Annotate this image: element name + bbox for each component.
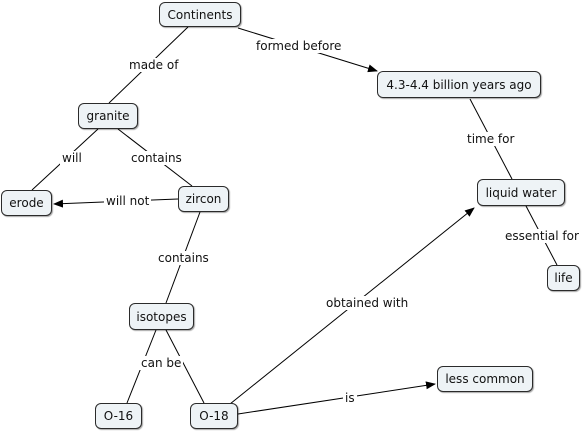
node-liquid-water[interactable]: liquid water [477, 179, 565, 206]
node-zircon[interactable]: zircon [178, 186, 229, 212]
node-erode[interactable]: erode [1, 190, 52, 216]
link-label-can-be: can be [139, 356, 184, 370]
link-label-will-not: will not [104, 194, 152, 208]
node-billion-years-ago[interactable]: 4.3-4.4 billion years ago [377, 71, 541, 98]
node-o-16[interactable]: O-16 [95, 403, 142, 429]
edge-isotopes-o18 [165, 329, 205, 404]
link-label-contains-2: contains [156, 251, 211, 265]
node-granite[interactable]: granite [78, 103, 138, 129]
link-label-will: will [60, 151, 84, 165]
link-label-essential-for: essential for [503, 229, 581, 243]
node-less-common[interactable]: less common [437, 366, 533, 392]
link-label-is: is [343, 391, 357, 405]
link-label-made-of: made of [127, 58, 181, 72]
node-o-18[interactable]: O-18 [190, 403, 238, 429]
node-isotopes[interactable]: isotopes [129, 303, 194, 330]
node-life[interactable]: life [547, 265, 580, 291]
edge-o18-lesscommon [237, 381, 436, 415]
link-label-contains: contains [129, 151, 184, 165]
node-continents[interactable]: Continents [159, 2, 241, 27]
link-label-obtained-with: obtained with [324, 296, 411, 310]
link-label-time-for: time for [465, 132, 517, 146]
link-label-formed-before: formed before [254, 39, 344, 53]
